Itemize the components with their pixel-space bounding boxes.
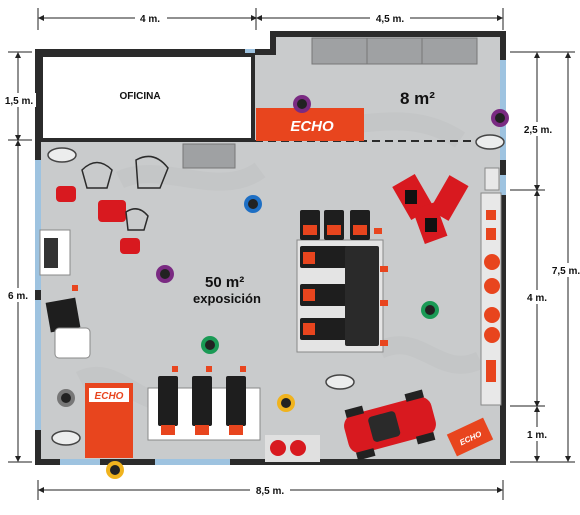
right-shelving: [480, 192, 502, 406]
dim-top-left: 4 m.: [140, 14, 160, 25]
wall-shelves: [311, 37, 478, 65]
window: [155, 459, 230, 465]
window: [245, 49, 255, 55]
storage-area-label: 8 m²: [400, 89, 435, 108]
dim-right-total: 7,5 m.: [552, 266, 580, 277]
mower-stand-lower: [147, 366, 261, 441]
dim-right-lower: 1 m.: [527, 430, 547, 441]
window: [500, 175, 506, 195]
machine-stand-left: [39, 229, 71, 276]
office-label: OFICINA: [119, 91, 160, 102]
echo-counter: ECHO: [256, 108, 364, 141]
riding-mower-icon: [344, 389, 436, 461]
exhibition-area-label: 50 m²: [205, 274, 244, 291]
dim-top-right: 4,5 m.: [376, 14, 405, 25]
echo-logo: ECHO: [95, 391, 124, 402]
dim-left-lower: 6 m.: [8, 291, 28, 302]
rug: [47, 134, 505, 446]
echo-logo: ECHO: [290, 118, 334, 135]
person-icon: [57, 95, 509, 479]
chainsaw-icon: [392, 174, 469, 245]
plant-pot-icon: [265, 435, 320, 462]
post: [484, 167, 500, 191]
exhibition-label: exposición: [193, 291, 261, 306]
dim-left-upper: 1,5 m.: [5, 96, 34, 107]
brush-cutter-icon: [56, 186, 140, 254]
office: OFICINA: [39, 53, 255, 142]
window: [35, 300, 41, 430]
dim-bottom: 8,5 m.: [256, 486, 285, 497]
mower-display: [296, 210, 388, 353]
echo-stand-left: ECHO: [85, 383, 133, 458]
window: [35, 160, 41, 290]
cabinet: [182, 143, 236, 169]
lawn-mower-icon: [45, 285, 91, 359]
window: [60, 459, 100, 465]
dimension-labels: 4 m. 4,5 m. 1,5 m. 6 m. 2,5 m. 4 m. 1 m.…: [2, 11, 580, 497]
dim-right-upper: 2,5 m.: [524, 125, 553, 136]
dim-right-middle: 4 m.: [527, 293, 547, 304]
garden-chair-icon: [81, 155, 169, 231]
echo-sign-right: ECHO: [446, 417, 494, 457]
